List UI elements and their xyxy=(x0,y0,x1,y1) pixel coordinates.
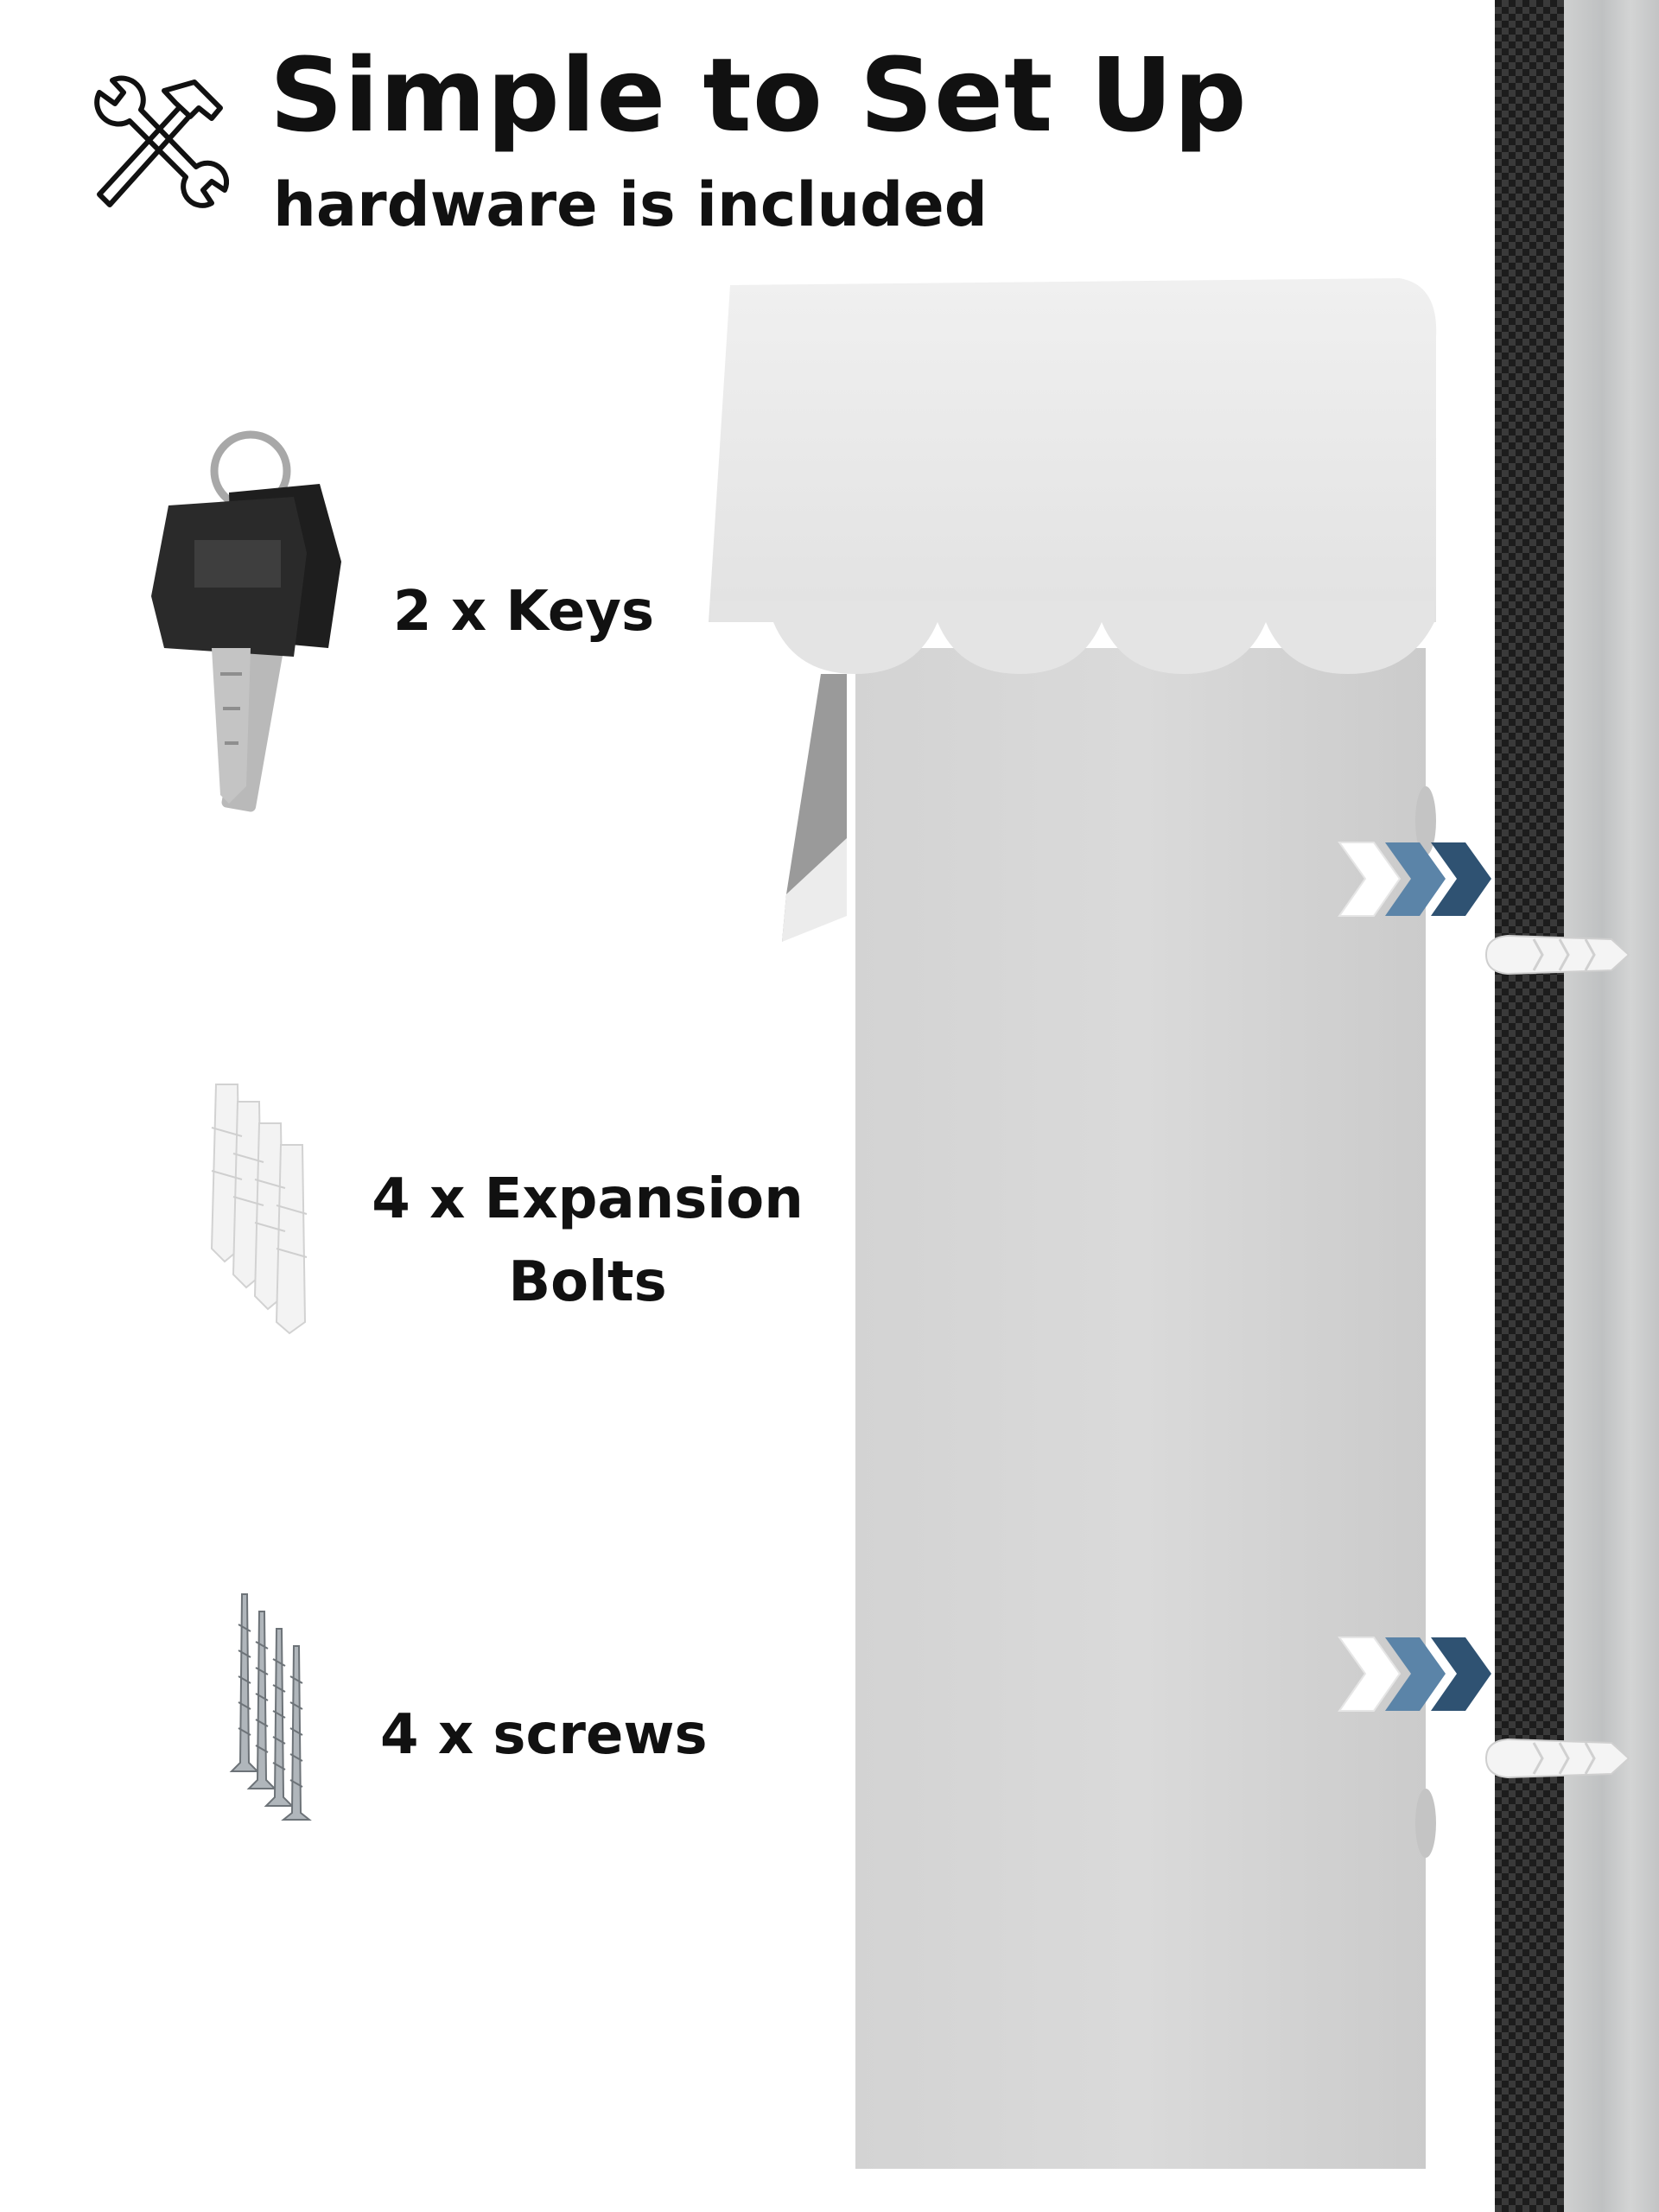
page-subtitle: hardware is included xyxy=(273,169,988,240)
concrete-wall xyxy=(1564,0,1659,2212)
keys-icon xyxy=(151,430,341,812)
wall-anchor-bottom xyxy=(1484,1738,1630,1779)
arrow-chevrons-bottom xyxy=(1338,1637,1491,1712)
wall-anchor-top xyxy=(1484,934,1630,976)
screws-label: 4 x screws xyxy=(380,1703,708,1767)
keys-label: 2 x Keys xyxy=(393,580,655,644)
expansion-bolts-label: 4 x Expansion Bolts xyxy=(372,1167,804,1314)
arrow-chevrons-top xyxy=(1338,842,1491,917)
page-title: Simple to Set Up xyxy=(270,35,1248,155)
expansion-bolts-icon xyxy=(210,1084,308,1335)
tools-icon xyxy=(94,75,229,208)
mailbox-image xyxy=(709,278,1437,2169)
screws-icon xyxy=(229,1593,312,1821)
wall-gap xyxy=(1495,0,1564,2212)
